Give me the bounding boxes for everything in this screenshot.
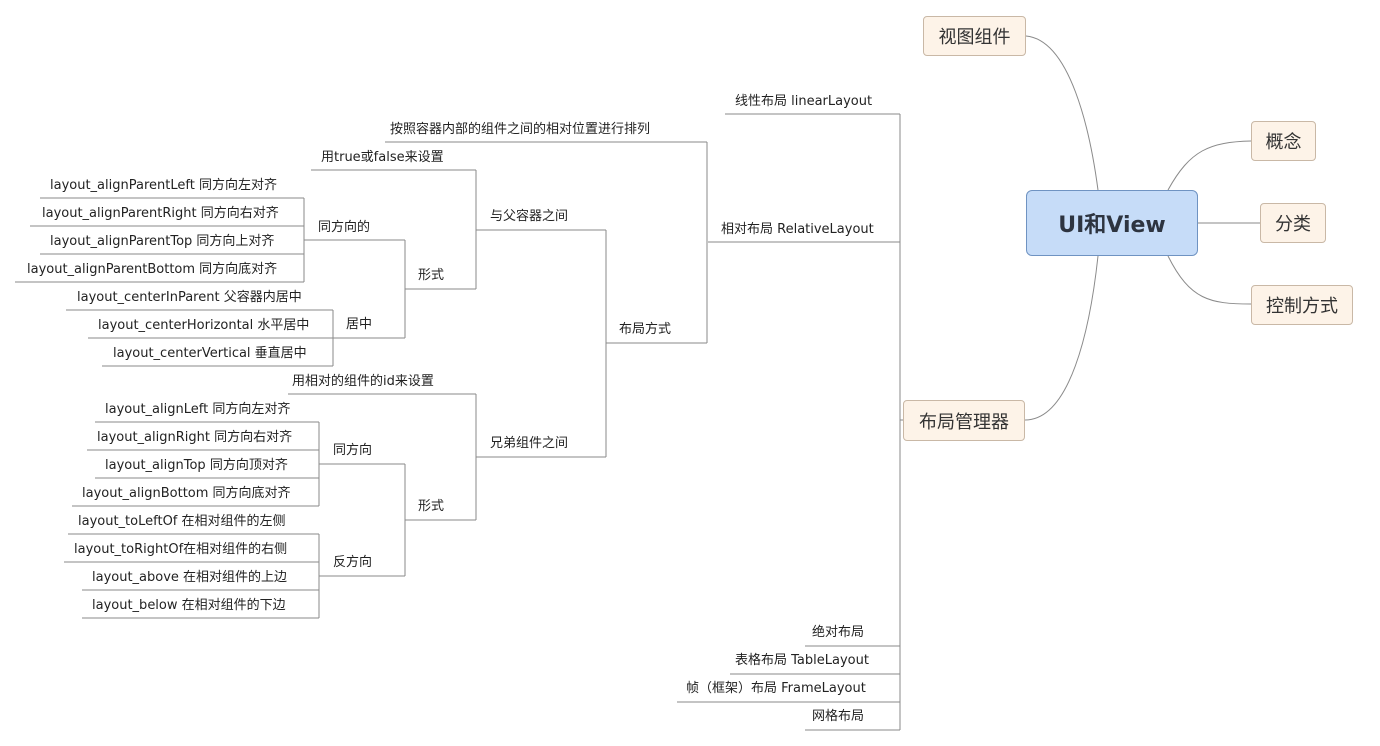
node-layout-method[interactable]: 布局方式 bbox=[619, 322, 672, 337]
node-with-parent[interactable]: 与父容器之间 bbox=[490, 209, 569, 224]
root-node[interactable]: UI和View bbox=[1026, 190, 1198, 256]
node-parent-form[interactable]: 形式 bbox=[418, 268, 445, 283]
node-sibling-form[interactable]: 形式 bbox=[418, 499, 445, 514]
node-sibling-set-by[interactable]: 用相对的组件的id来设置 bbox=[292, 374, 434, 389]
leaf-align-top[interactable]: layout_alignTop 同方向顶对齐 bbox=[105, 458, 288, 473]
node-absolute-layout[interactable]: 绝对布局 bbox=[812, 625, 865, 640]
node-linear-layout[interactable]: 线性布局 linearLayout bbox=[735, 94, 873, 109]
leaf-center-in-parent[interactable]: layout_centerInParent 父容器内居中 bbox=[77, 290, 302, 305]
node-relative-layout[interactable]: 相对布局 RelativeLayout bbox=[721, 222, 874, 237]
leaf-align-parent-top[interactable]: layout_alignParentTop 同方向上对齐 bbox=[50, 234, 275, 249]
leaf-align-parent-bottom[interactable]: layout_alignParentBottom 同方向底对齐 bbox=[27, 262, 278, 277]
leaf-center-vertical[interactable]: layout_centerVertical 垂直居中 bbox=[113, 346, 307, 361]
leaf-align-left[interactable]: layout_alignLeft 同方向左对齐 bbox=[105, 402, 291, 417]
leaf-to-right-of[interactable]: layout_toRightOf在相对组件的右侧 bbox=[74, 542, 288, 557]
node-concept[interactable]: 概念 bbox=[1251, 121, 1316, 161]
node-frame-layout[interactable]: 帧（框架）布局 FrameLayout bbox=[686, 681, 866, 696]
node-relative-desc[interactable]: 按照容器内部的组件之间的相对位置进行排列 bbox=[390, 122, 651, 137]
leaf-align-parent-left[interactable]: layout_alignParentLeft 同方向左对齐 bbox=[50, 178, 277, 193]
leaf-align-bottom[interactable]: layout_alignBottom 同方向底对齐 bbox=[82, 486, 291, 501]
leaf-align-parent-right[interactable]: layout_alignParentRight 同方向右对齐 bbox=[42, 206, 279, 221]
leaf-center-horizontal[interactable]: layout_centerHorizontal 水平居中 bbox=[98, 318, 310, 333]
node-parent-same-dir[interactable]: 同方向的 bbox=[318, 220, 371, 235]
leaf-above[interactable]: layout_above 在相对组件的上边 bbox=[92, 570, 288, 585]
node-view-components[interactable]: 视图组件 bbox=[923, 16, 1026, 56]
node-with-sibling[interactable]: 兄弟组件之间 bbox=[490, 436, 569, 451]
node-sibling-same-dir[interactable]: 同方向 bbox=[333, 443, 373, 458]
node-control-method[interactable]: 控制方式 bbox=[1251, 285, 1353, 325]
node-layout-manager[interactable]: 布局管理器 bbox=[903, 400, 1025, 441]
node-parent-center[interactable]: 居中 bbox=[346, 317, 373, 332]
leaf-below[interactable]: layout_below 在相对组件的下边 bbox=[92, 598, 286, 613]
leaf-align-right[interactable]: layout_alignRight 同方向右对齐 bbox=[97, 430, 293, 445]
node-category[interactable]: 分类 bbox=[1260, 203, 1326, 243]
leaf-to-left-of[interactable]: layout_toLeftOf 在相对组件的左侧 bbox=[78, 514, 286, 529]
node-table-layout[interactable]: 表格布局 TableLayout bbox=[735, 653, 869, 668]
node-grid-layout[interactable]: 网格布局 bbox=[812, 709, 865, 724]
node-parent-set-by[interactable]: 用true或false来设置 bbox=[321, 150, 444, 165]
node-sibling-reverse-dir[interactable]: 反方向 bbox=[333, 555, 373, 570]
